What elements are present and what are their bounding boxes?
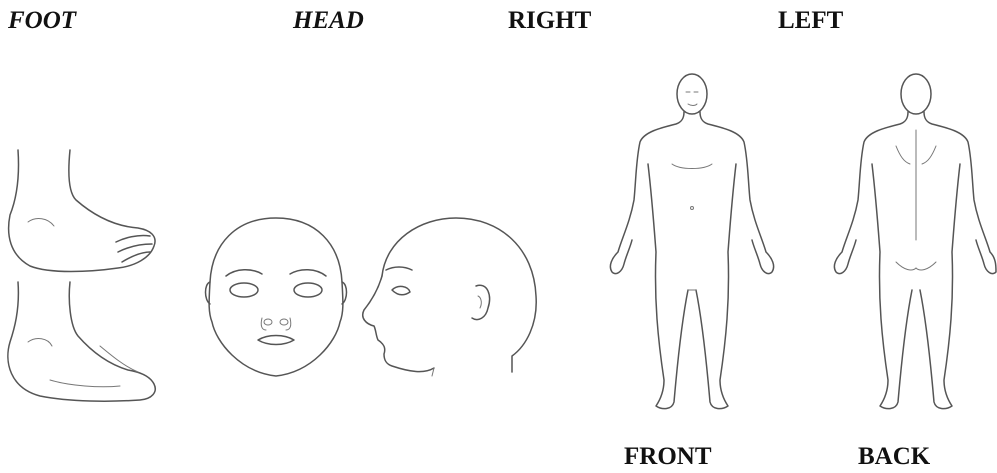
head-side-view <box>363 218 536 376</box>
foot-top-view <box>9 150 155 272</box>
body-front-view <box>610 74 773 409</box>
head-front-view <box>206 218 347 376</box>
body-back-view <box>834 74 996 409</box>
foot-side-view <box>8 282 155 401</box>
